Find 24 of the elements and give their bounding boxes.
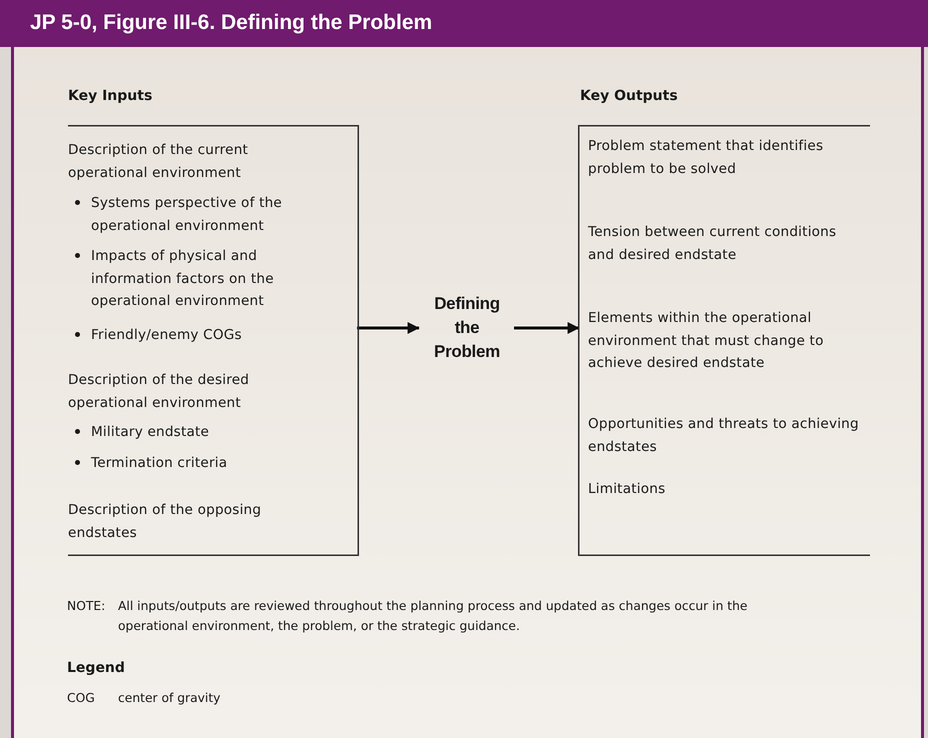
note-text: All inputs/outputs are reviewed throughout the planning process and updated as changes occur in the operational environment, the problem, or the strategic guidance.	[118, 598, 748, 635]
list-item: Tension between current conditions and desired endstate	[588, 223, 838, 264]
legend-term: COG	[67, 690, 95, 707]
panel-heading: Key Inputs	[68, 88, 152, 104]
panel-heading: Key Outputs	[580, 88, 678, 104]
arrow	[357, 322, 420, 334]
list-item: Description of the current operational environment	[68, 141, 250, 182]
bullet-item: Friendly/enemy COGs	[91, 324, 341, 346]
list-item: Limitations	[588, 480, 666, 499]
bullet-item: Military endstate	[91, 421, 341, 444]
note-label: NOTE:	[67, 598, 106, 615]
list-item: Description of the opposing endstates	[68, 501, 262, 542]
process-label: Defining the Problem	[418, 290, 516, 366]
arrow	[514, 322, 580, 334]
bullet-item: Termination criteria	[91, 452, 341, 474]
bullet-item: Systems perspective of the operational environment	[91, 192, 341, 237]
legend-definition: center of gravity	[118, 690, 220, 707]
list-item: Problem statement that identifies problem to be solved	[588, 137, 824, 178]
legend-heading: Legend	[67, 659, 125, 678]
list-item: Elements within the operational environment that must change to achieve desired endstate	[588, 309, 825, 373]
title: JP 5-0, Figure III-6. Defining the Problem	[30, 11, 432, 35]
list-item: Opportunities and threats to achieving endstates	[588, 415, 860, 456]
bullet-item: Impacts of physical and information factors on the operational environment	[91, 245, 341, 312]
list-item: Description of the desired operational environment	[68, 371, 250, 412]
